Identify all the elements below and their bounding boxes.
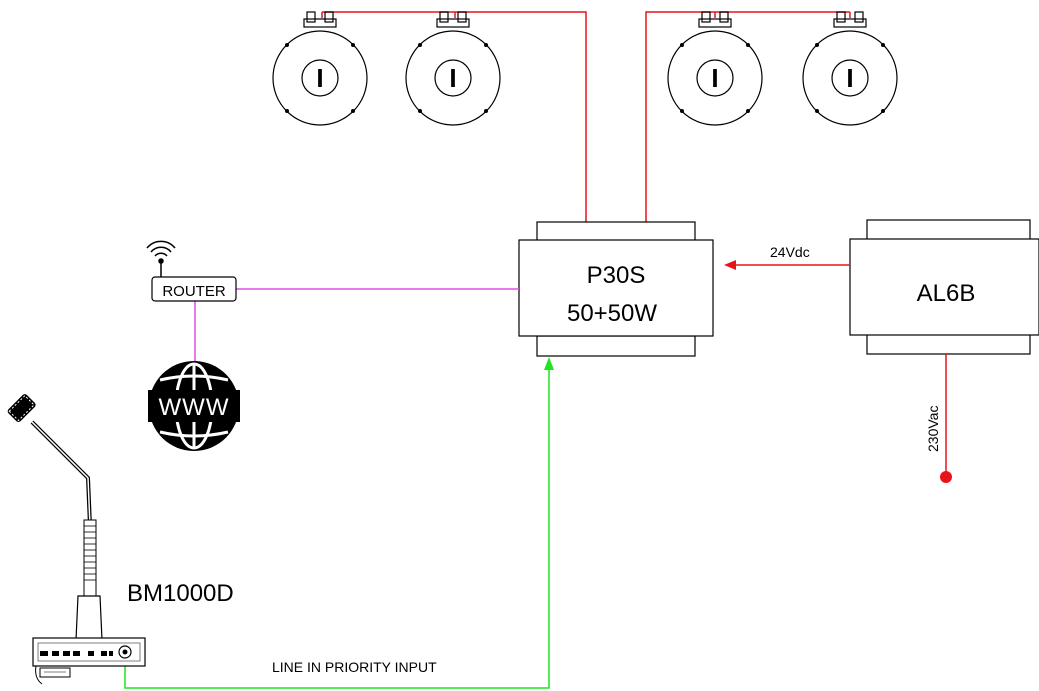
- power-supply-al6b: [849, 219, 1039, 355]
- line-in-cable: [124, 357, 554, 689]
- microphone-model: BM1000D: [127, 580, 234, 607]
- mains-input: [940, 354, 952, 483]
- speaker-symbol: I: [316, 63, 323, 93]
- wifi-icon: [146, 240, 176, 264]
- power-supply-model: AL6B: [917, 280, 976, 307]
- speaker-symbol: I: [846, 63, 853, 93]
- amplifier-power: 50+50W: [567, 300, 657, 327]
- ceiling-speaker: I: [405, 11, 501, 126]
- speaker-symbol: I: [711, 63, 718, 93]
- mains-label: 230Vac: [925, 406, 941, 452]
- dc-supply-label: 24Vdc: [770, 244, 810, 260]
- dc-supply-link: [724, 260, 850, 270]
- ceiling-speaker: I: [667, 11, 763, 126]
- network-wiring: [194, 288, 519, 362]
- ceiling-speaker: I: [802, 11, 898, 126]
- amplifier-model: P30S: [587, 262, 646, 289]
- amplifier-p30s: [518, 221, 714, 357]
- ceiling-speaker: I: [272, 11, 368, 126]
- internet-label: WWW: [159, 394, 230, 421]
- router: [151, 263, 237, 302]
- line-in-label: LINE IN PRIORITY INPUT: [272, 659, 437, 675]
- speaker-symbol: I: [449, 63, 456, 93]
- paging-microphone: [7, 394, 146, 685]
- speaker-wiring: [321, 11, 851, 222]
- globe-icon: [148, 361, 240, 451]
- router-label: ROUTER: [162, 283, 226, 300]
